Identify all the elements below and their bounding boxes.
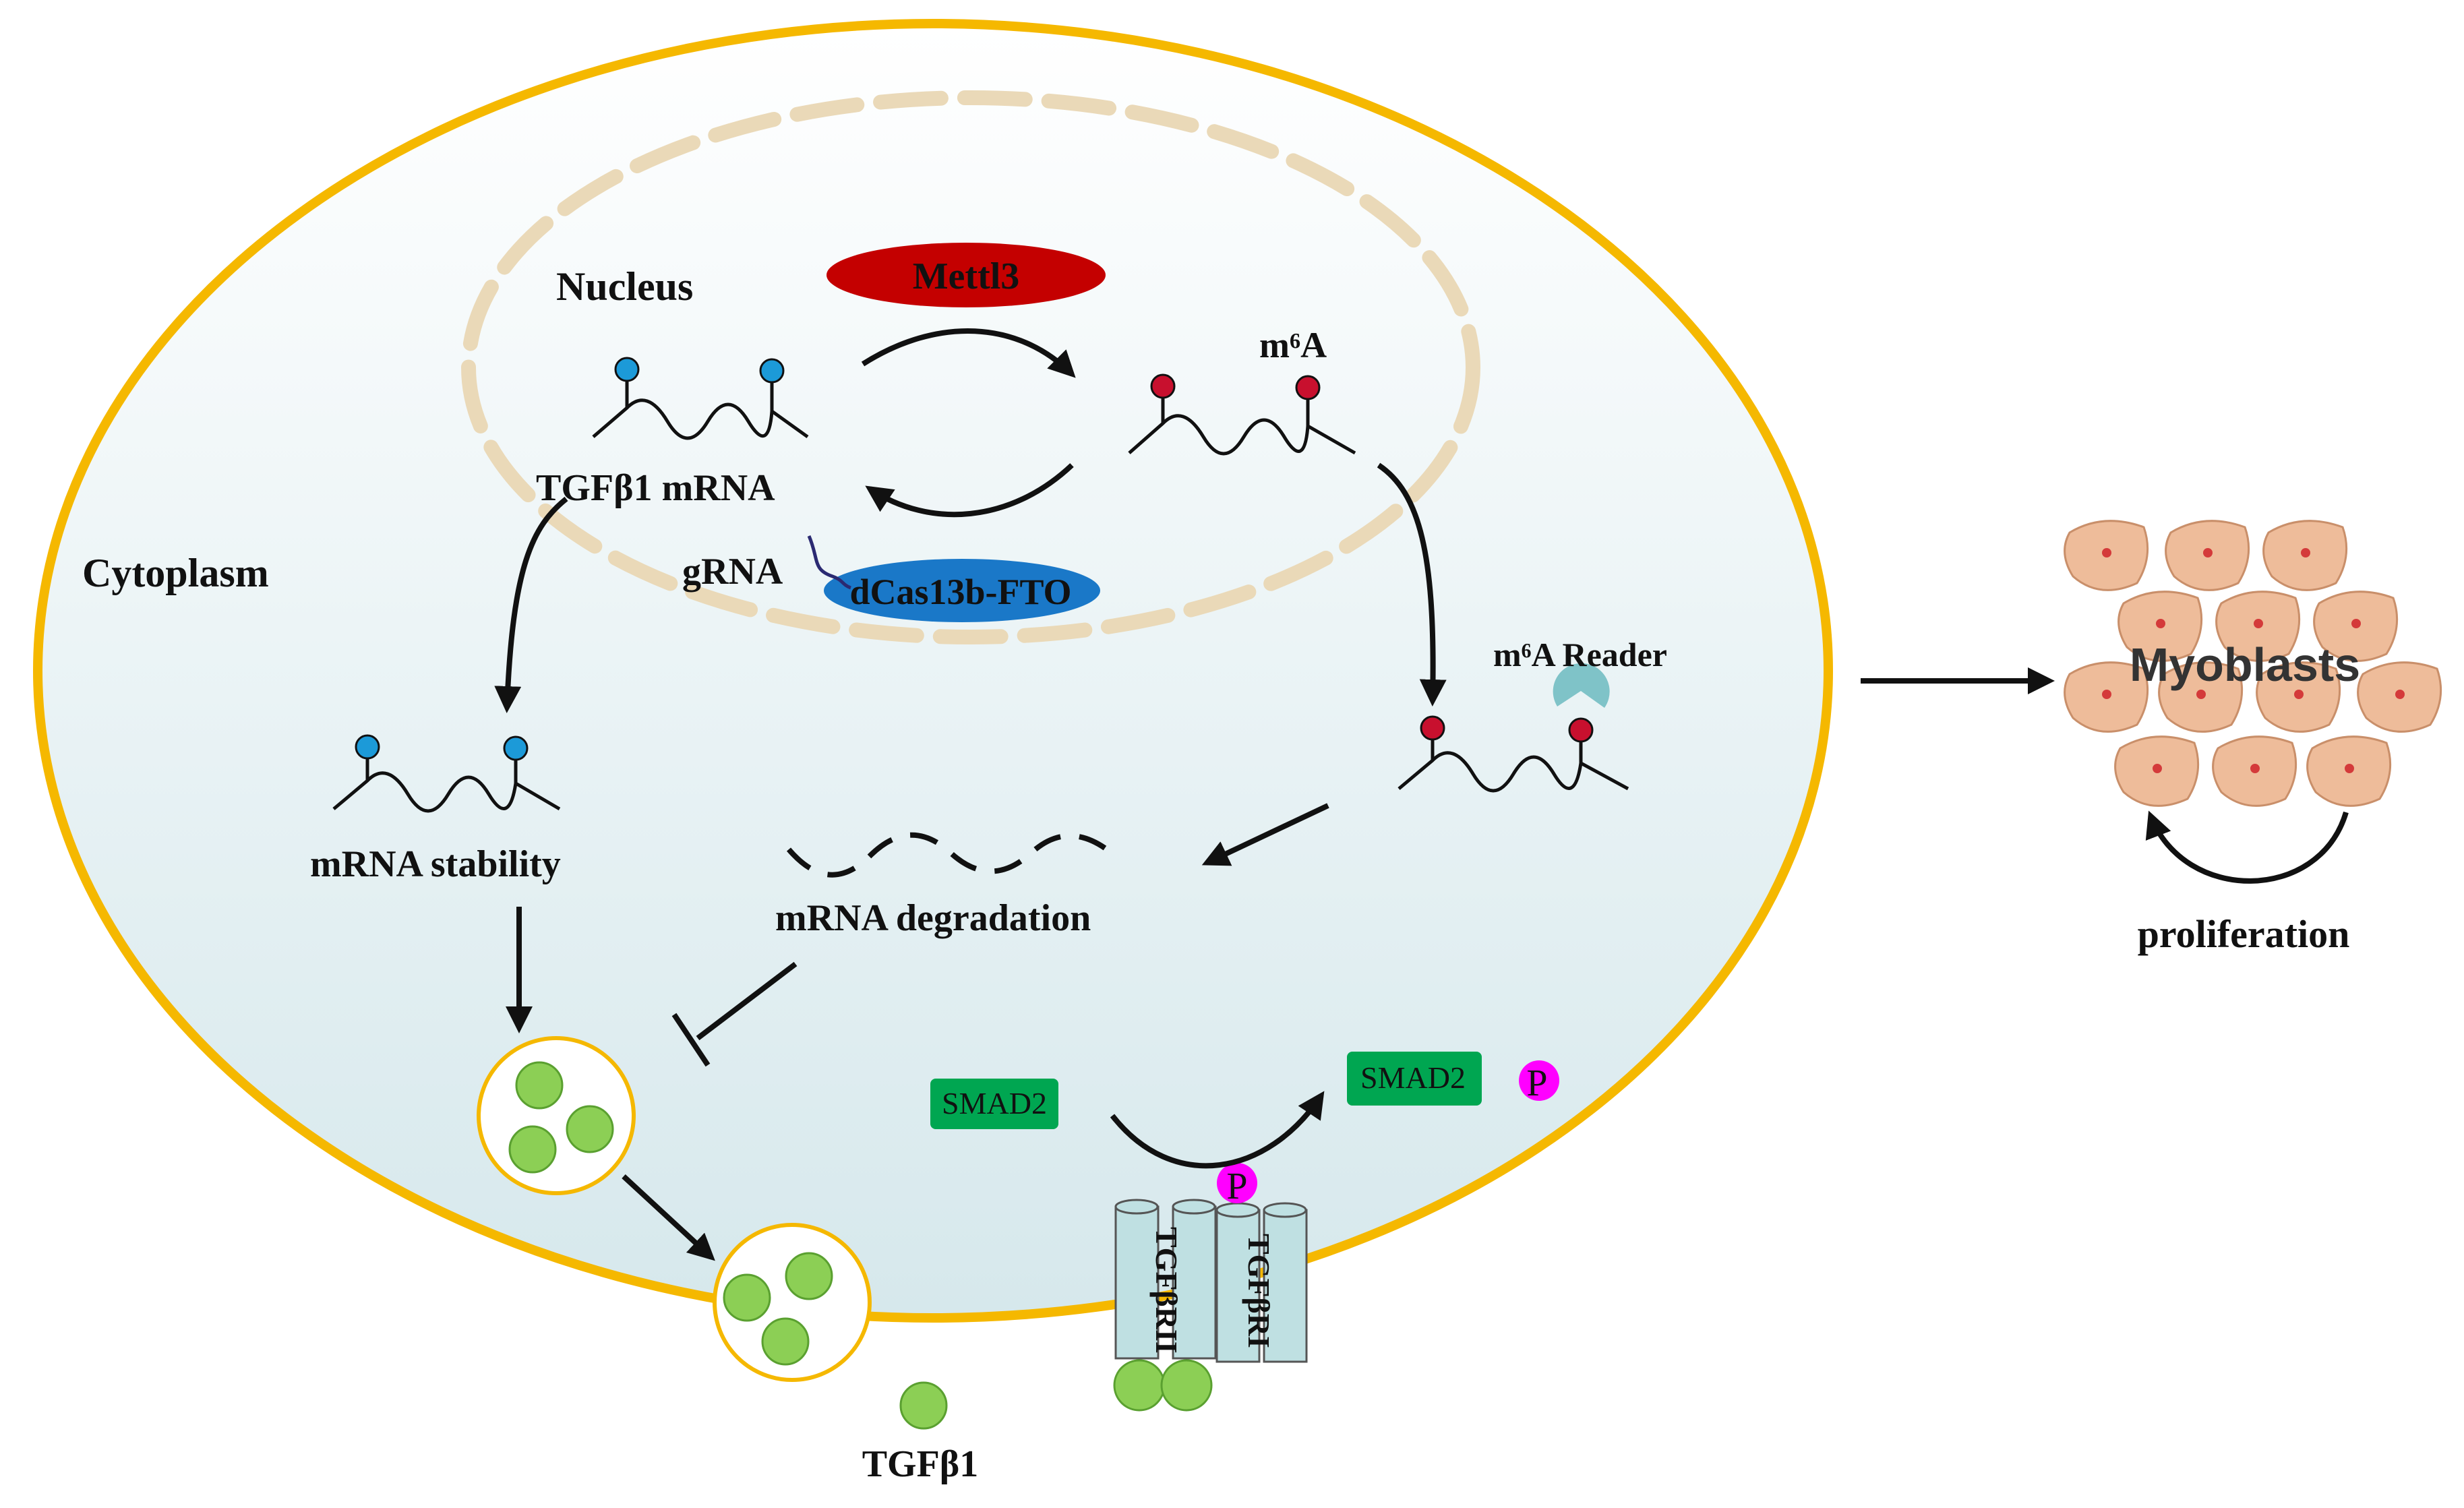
degraded-mrna — [786, 832, 1121, 878]
myoblast-nucleus — [2203, 548, 2213, 557]
to-reader-arrow — [1377, 462, 1447, 706]
bound-ligand-1 — [1113, 1359, 1166, 1412]
proliferation-arrow — [2145, 810, 2349, 884]
receptor-phospho-label: P — [1226, 1166, 1247, 1207]
smad2-phospho-label: P — [1526, 1062, 1547, 1104]
cytoplasm-label: Cytoplasm — [82, 551, 269, 595]
mrna-stability-label: mRNA stability — [310, 843, 561, 885]
m6a-reader-protein — [1553, 663, 1610, 708]
smad2-phosphorylation-arrow — [1110, 1091, 1325, 1169]
tgfbr2-label: TGFβRII — [1149, 1227, 1184, 1354]
vesicle-membrane — [713, 1223, 872, 1382]
dcas13b-fto-label: dCas13b-FTO — [849, 572, 1071, 612]
tgfb1-ligand — [899, 1381, 948, 1430]
myoblast-nucleus — [2156, 619, 2165, 628]
dcas13b-fto-enzyme — [824, 559, 1100, 622]
grna-strand — [807, 535, 851, 590]
to-secretion-arrow — [622, 1174, 715, 1261]
tgfb1-mrna-label: TGFβ1 mRNA — [536, 467, 775, 509]
tgfbr2-receptor — [1114, 1199, 1217, 1360]
inhibition-line — [671, 961, 798, 1067]
mrna-m6a-methylated — [1128, 373, 1356, 456]
smad2-left-label: SMAD2 — [942, 1086, 1047, 1120]
myoblast-nucleus — [2254, 619, 2263, 628]
myoblast-nucleus — [2294, 690, 2304, 699]
grna-label: gRNA — [682, 551, 783, 593]
to-stability-arrow — [494, 496, 568, 713]
myoblast-nucleus — [2102, 548, 2111, 557]
myoblast-nucleus — [2345, 764, 2354, 773]
myoblasts-label: Myoblasts — [2130, 638, 2360, 691]
myoblast-nucleus — [2153, 764, 2162, 773]
smad2-right-label: SMAD2 — [1360, 1060, 1466, 1095]
methylation-arrow — [861, 328, 1076, 378]
smad2-phospho — [1519, 1060, 1559, 1101]
myoblast-nucleus — [2102, 690, 2111, 699]
to-degradation-arrow — [1201, 803, 1329, 866]
mettl3-label: Mettl3 — [913, 255, 1020, 297]
tgfb1-label: TGFβ1 — [862, 1443, 979, 1485]
myoblast-cluster — [2064, 520, 2442, 807]
tgfbr1-label: TGFβRI — [1242, 1234, 1276, 1348]
mrna-stable — [332, 734, 561, 813]
smad2-unphosphorylated — [930, 1079, 1058, 1129]
myoblast-nucleus — [2250, 764, 2260, 773]
mrna-degradation-label: mRNA degradation — [775, 897, 1091, 939]
nucleus-label: Nucleus — [556, 264, 693, 309]
myoblast-nucleus — [2301, 548, 2310, 557]
mrna-reader-bound — [1398, 715, 1629, 793]
vesicle-cytoplasm — [477, 1036, 636, 1195]
mettl3-enzyme — [827, 243, 1106, 307]
myoblast-nucleus — [2196, 690, 2206, 699]
m6a-label: m⁶A — [1259, 325, 1327, 365]
smad2-phosphorylated — [1347, 1052, 1482, 1106]
myoblast-nucleus — [2351, 619, 2361, 628]
proliferation-label: proliferation — [2138, 912, 2350, 956]
nucleus-envelope — [461, 90, 1480, 644]
m6a-reader-label: m⁶A Reader — [1493, 636, 1667, 673]
tgfbr1-receptor — [1215, 1202, 1308, 1363]
cell-membrane — [33, 19, 1833, 1323]
tgfb1-mrna-unmethylated — [592, 357, 809, 440]
bound-ligand-2 — [1160, 1359, 1213, 1412]
receptor-phospho — [1217, 1163, 1257, 1203]
demethylation-arrow — [865, 463, 1074, 518]
myoblast-nucleus — [2395, 690, 2405, 699]
